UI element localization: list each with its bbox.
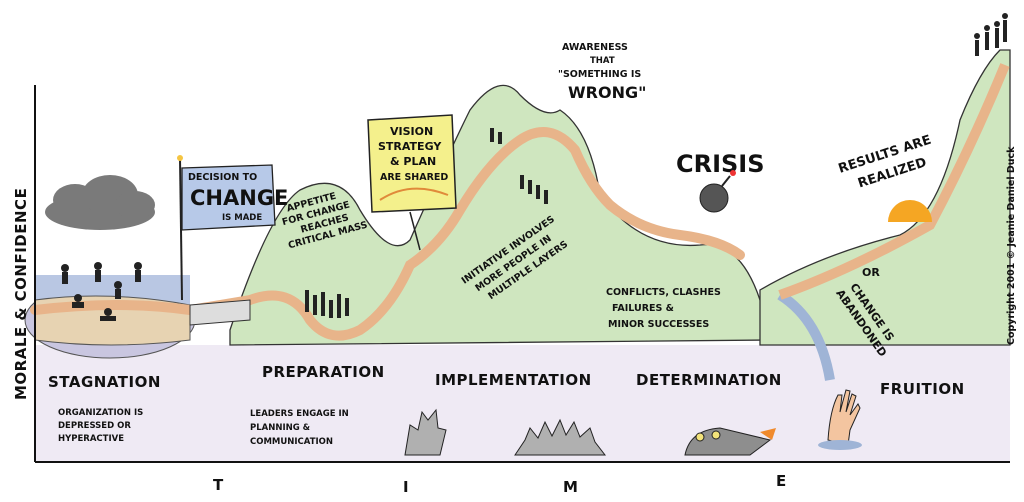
flag-pole-top [177,155,183,161]
drowning-hand-icon [818,389,862,450]
sign-line-4: ARE SHARED [380,172,448,183]
crisis-label: CRISIS [676,150,765,178]
celebrating-people-icon [974,13,1008,56]
bomb-icon [699,170,736,213]
small-monster-icon [404,408,447,456]
decision-flag [181,164,276,231]
time-letter-i: I [403,478,409,496]
svg-text:WRONG": WRONG" [568,83,646,102]
or-label: OR [862,266,880,279]
awareness-annotation: AWARENESS THAT "SOMETHING IS WRONG" [558,42,646,102]
stagnant-people-icon [61,262,142,321]
phase-preparation: PREPARATION [262,363,385,381]
phase-stagnation: STAGNATION [48,373,161,391]
svg-text:"SOMETHING IS: "SOMETHING IS [558,69,641,80]
fruition-hill [759,49,1011,346]
phase-determination: DETERMINATION [636,371,782,389]
time-letter-m: M [563,478,578,496]
vision-sign [367,114,457,213]
svg-text:FAILURES &: FAILURES & [612,303,674,314]
spiky-monster-icon [514,418,607,456]
flag-pole [179,157,183,301]
sign-post [409,211,421,251]
flag-line-3: IS MADE [222,213,262,223]
stagnation-desc-3: HYPERACTIVE [58,434,124,444]
hills [229,84,771,346]
svg-text:AWARENESS: AWARENESS [562,42,628,53]
flag-line-2: CHANGE [190,186,288,210]
sign-line-1: VISION [390,125,433,138]
storm-cloud-icon [45,175,155,230]
preparation-desc-1: LEADERS ENGAGE IN [250,409,349,419]
crowd-icon [305,128,548,318]
copyright: Copyright 2001 © Jeanie Daniel Duck [1006,146,1017,345]
time-letter-t: T [213,476,224,494]
sign-line-2: STRATEGY [378,140,442,153]
conflicts-annotation: CONFLICTS, CLASHES FAILURES & MINOR SUCC… [606,287,721,330]
y-axis-label: MORALE & CONFIDENCE [12,188,30,400]
flag-line-1: DECISION TO [188,172,257,183]
abandon-road [777,290,835,381]
svg-text:THAT: THAT [590,56,615,66]
time-letter-e: E [776,472,787,490]
preparation-desc-2: PLANNING & [250,423,311,433]
sign-line-3: & PLAN [390,155,436,168]
crocodile-icon [684,427,776,456]
sun-icon [888,200,932,222]
phase-fruition: FRUITION [880,380,965,398]
svg-text:CONFLICTS, CLASHES: CONFLICTS, CLASHES [606,287,721,298]
fruition-road [778,63,1010,300]
stagnation-desc-2: DEPRESSED OR [58,421,131,431]
phase-implementation: IMPLEMENTATION [435,371,592,389]
sign-sunrise [379,187,449,201]
svg-text:MINOR SUCCESSES: MINOR SUCCESSES [608,319,709,330]
stagnation-desc-1: ORGANIZATION IS [58,408,143,418]
bridge [189,299,251,326]
change-road [30,127,745,341]
results-annotation: RESULTS ARE REALIZED [837,133,934,192]
preparation-desc-3: COMMUNICATION [250,437,333,447]
